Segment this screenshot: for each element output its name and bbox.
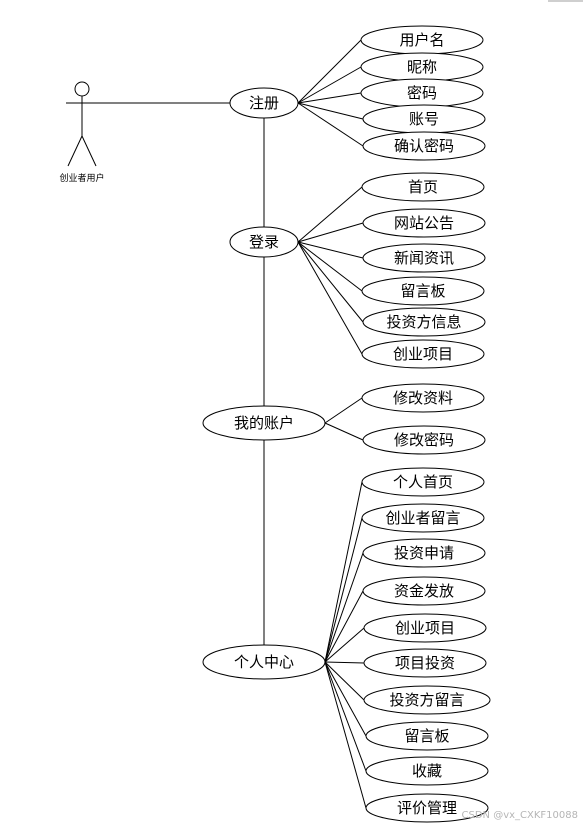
use-case-label: 修改密码 (394, 431, 454, 449)
use-case-label: 昵称 (407, 58, 437, 76)
branch-line (324, 552, 364, 663)
branch-line (297, 222, 364, 243)
use-case-label: 密码 (407, 84, 437, 102)
branch-line (324, 661, 367, 772)
use-case-ellipse (361, 339, 485, 369)
branch-line (324, 661, 365, 664)
actor-right-leg (81, 135, 97, 167)
use-case-label: 账号 (409, 110, 439, 128)
use-case-ellipse (362, 538, 486, 568)
branch-line (297, 241, 363, 355)
actor-left-leg (67, 135, 83, 167)
branch-line (324, 661, 365, 701)
use-case-label: 个人首页 (393, 473, 453, 491)
branch-line (297, 241, 363, 292)
use-case-label: 收藏 (412, 762, 442, 780)
use-case-ellipse (361, 172, 485, 202)
branch-line (297, 39, 362, 104)
branch-line (297, 66, 362, 104)
branch-line (324, 627, 365, 663)
branch-line (324, 661, 367, 737)
branch-line (324, 661, 367, 809)
use-case-label: 创业项目 (395, 619, 455, 637)
use-case-label: 资金发放 (394, 582, 454, 600)
use-case-label: 留言板 (404, 727, 449, 745)
parent-use-case-ellipse (229, 226, 299, 258)
use-case-label: 网站公告 (394, 214, 454, 232)
use-case-label: 确认密码 (394, 137, 454, 155)
parent-use-case-label: 注册 (249, 94, 279, 112)
watermark-text: CSDN @vx_CXKF10088 (462, 810, 578, 821)
branch-line (324, 517, 363, 663)
use-case-ellipse (363, 685, 491, 715)
parent-use-case-label: 个人中心 (234, 653, 294, 671)
branch-line (297, 241, 364, 323)
use-case-ellipse (362, 208, 486, 238)
branch-line (297, 102, 364, 147)
actor-head (74, 81, 90, 97)
use-case-ellipse (362, 131, 486, 161)
parent-use-case-ellipse (202, 644, 326, 680)
use-case-label: 首页 (408, 178, 438, 196)
use-case-ellipse (365, 721, 489, 751)
actor-label: 创业者用户 (59, 172, 104, 184)
use-case-ellipse (365, 793, 489, 823)
use-case-ellipse (362, 576, 486, 606)
use-case-ellipse (362, 243, 486, 273)
use-case-nodes: 用户名昵称密码账号确认密码注册首页网站公告新闻资讯留言板投资方信息创业项目登录修… (202, 25, 491, 823)
actor-figure: 创业者用户 (59, 81, 105, 184)
use-case-label: 投资申请 (394, 544, 454, 562)
use-case-ellipse (362, 425, 486, 455)
branch-line (297, 102, 364, 120)
use-case-label: 评价管理 (397, 799, 457, 817)
connector-lines (96, 39, 367, 809)
use-case-label: 新闻资讯 (394, 249, 454, 267)
use-case-ellipse (365, 756, 489, 786)
branch-line (324, 422, 364, 441)
parent-use-case-ellipse (202, 405, 326, 441)
use-case-ellipse (363, 613, 487, 643)
use-case-label: 留言板 (400, 282, 445, 300)
branch-line (324, 590, 364, 663)
use-case-ellipse (363, 648, 487, 678)
use-case-ellipse (361, 276, 485, 306)
use-case-label: 投资方信息 (386, 313, 461, 331)
branch-line (297, 241, 364, 259)
use-case-label: 修改资料 (393, 389, 453, 407)
parent-use-case-label: 登录 (249, 233, 279, 251)
top-right-corner-mark (548, 0, 583, 2)
use-case-label: 用户名 (399, 31, 444, 49)
branch-line (324, 481, 363, 663)
use-case-label: 投资方留言 (389, 691, 464, 709)
branch-line (324, 397, 363, 424)
parent-use-case-ellipse (229, 87, 299, 119)
parent-use-case-label: 我的账户 (234, 414, 294, 432)
use-case-label: 项目投资 (395, 654, 455, 672)
use-case-ellipse (361, 503, 485, 533)
use-case-ellipse (361, 383, 485, 413)
use-case-label: 创业者留言 (385, 509, 460, 527)
use-case-label: 创业项目 (393, 345, 453, 363)
branch-line (297, 186, 363, 243)
use-case-ellipse (361, 467, 485, 497)
branch-line (297, 92, 362, 104)
use-case-ellipse (362, 307, 486, 337)
